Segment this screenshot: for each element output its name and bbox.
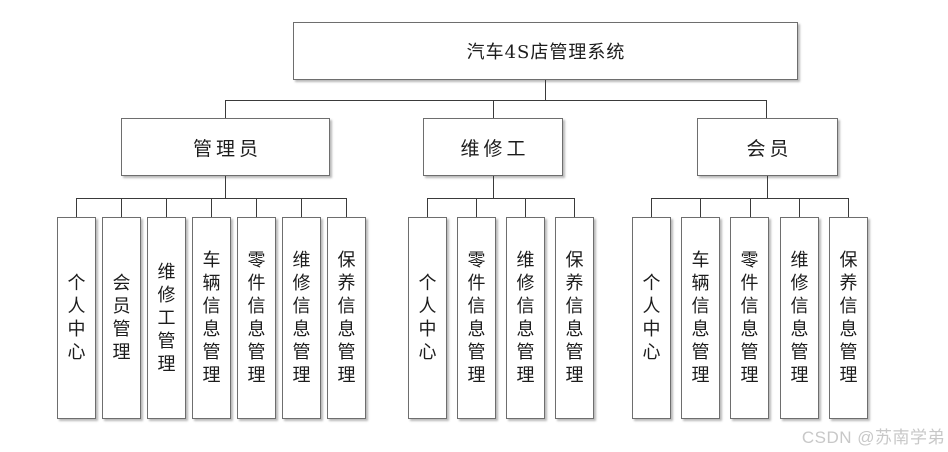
leaf-label: 个 人 中 心 (67, 273, 86, 363)
leaf-admin-vehicle-info-mgmt: 车 辆 信 息 管 理 (192, 217, 231, 419)
leaf-label: 车 辆 信 息 管 理 (691, 250, 710, 386)
connector-leaf-stub (476, 198, 477, 217)
connector-stub-admin (225, 100, 226, 118)
connector-leaf-stub (848, 198, 849, 217)
connector-drop-member (767, 176, 768, 198)
connector-leaf-stub (651, 198, 652, 217)
leaf-label: 零 件 信 息 管 理 (740, 250, 759, 386)
leaf-member-vehicle-info-mgmt: 车 辆 信 息 管 理 (681, 217, 720, 419)
leaf-mechanic-parts-info-mgmt: 零 件 信 息 管 理 (457, 217, 496, 419)
connector-drop-mechanic (493, 176, 494, 198)
connector-leaf-stub (301, 198, 302, 217)
connector-leaf-stub (700, 198, 701, 217)
connector-trunk (545, 80, 546, 100)
connector-leaf-stub (525, 198, 526, 217)
leaf-label: 会 员 管 理 (112, 273, 131, 363)
leaf-label: 保 养 信 息 管 理 (337, 250, 356, 386)
connector-leaf-stub (574, 198, 575, 217)
leaf-label: 保 养 信 息 管 理 (839, 250, 858, 386)
leaf-mechanic-personal-center: 个 人 中 心 (408, 217, 447, 419)
leaf-admin-parts-info-mgmt: 零 件 信 息 管 理 (237, 217, 276, 419)
connector-leaf-stub (256, 198, 257, 217)
connector-bus-mechanic (428, 198, 575, 199)
node-mechanic: 维修工 (423, 118, 563, 176)
connector-stub-member (766, 100, 767, 118)
connector-leaf-stub (346, 198, 347, 217)
leaf-label: 车 辆 信 息 管 理 (202, 250, 221, 386)
leaf-label: 维 修 工 管 理 (157, 261, 176, 375)
node-admin-label: 管理员 (192, 137, 262, 160)
connector-stub-mechanic (493, 100, 494, 118)
leaf-member-parts-info-mgmt: 零 件 信 息 管 理 (730, 217, 769, 419)
leaf-label: 个 人 中 心 (642, 273, 661, 363)
leaf-label: 保 养 信 息 管 理 (565, 250, 584, 386)
watermark-text: CSDN @苏南学弟 (801, 428, 945, 447)
connector-leaf-stub (76, 198, 77, 217)
leaf-member-personal-center: 个 人 中 心 (632, 217, 671, 419)
connector-leaf-stub (427, 198, 428, 217)
leaf-member-repair-info-mgmt: 维 修 信 息 管 理 (780, 217, 819, 419)
node-member-label: 会员 (746, 137, 793, 160)
connector-leaf-stub (211, 198, 212, 217)
leaf-label: 维 修 信 息 管 理 (292, 250, 311, 386)
leaf-label: 维 修 信 息 管 理 (790, 250, 809, 386)
leaf-admin-mechanic-mgmt: 维 修 工 管 理 (147, 217, 186, 419)
connector-leaf-stub (121, 198, 122, 217)
leaf-admin-maintenance-info-mgmt: 保 养 信 息 管 理 (327, 217, 366, 419)
leaf-mechanic-repair-info-mgmt: 维 修 信 息 管 理 (506, 217, 545, 419)
connector-level1-bus (225, 100, 767, 101)
leaf-admin-personal-center: 个 人 中 心 (57, 217, 96, 419)
connector-leaf-stub (166, 198, 167, 217)
node-root-label: 汽车4S店管理系统 (466, 42, 626, 63)
leaf-admin-member-mgmt: 会 员 管 理 (102, 217, 141, 419)
connector-leaf-stub (799, 198, 800, 217)
leaf-admin-repair-info-mgmt: 维 修 信 息 管 理 (282, 217, 321, 419)
node-member: 会员 (697, 118, 838, 176)
node-root-system: 汽车4S店管理系统 (293, 22, 798, 80)
leaf-label: 个 人 中 心 (418, 273, 437, 363)
leaf-mechanic-maintenance-info-mgmt: 保 养 信 息 管 理 (555, 217, 594, 419)
connector-leaf-stub (750, 198, 751, 217)
connector-drop-admin (225, 176, 226, 198)
leaf-label: 零 件 信 息 管 理 (247, 250, 266, 386)
node-admin: 管理员 (121, 118, 330, 176)
node-mechanic-label: 维修工 (460, 137, 530, 160)
leaf-member-maintenance-info-mgmt: 保 养 信 息 管 理 (829, 217, 868, 419)
leaf-label: 维 修 信 息 管 理 (516, 250, 535, 386)
leaf-label: 零 件 信 息 管 理 (467, 250, 486, 386)
